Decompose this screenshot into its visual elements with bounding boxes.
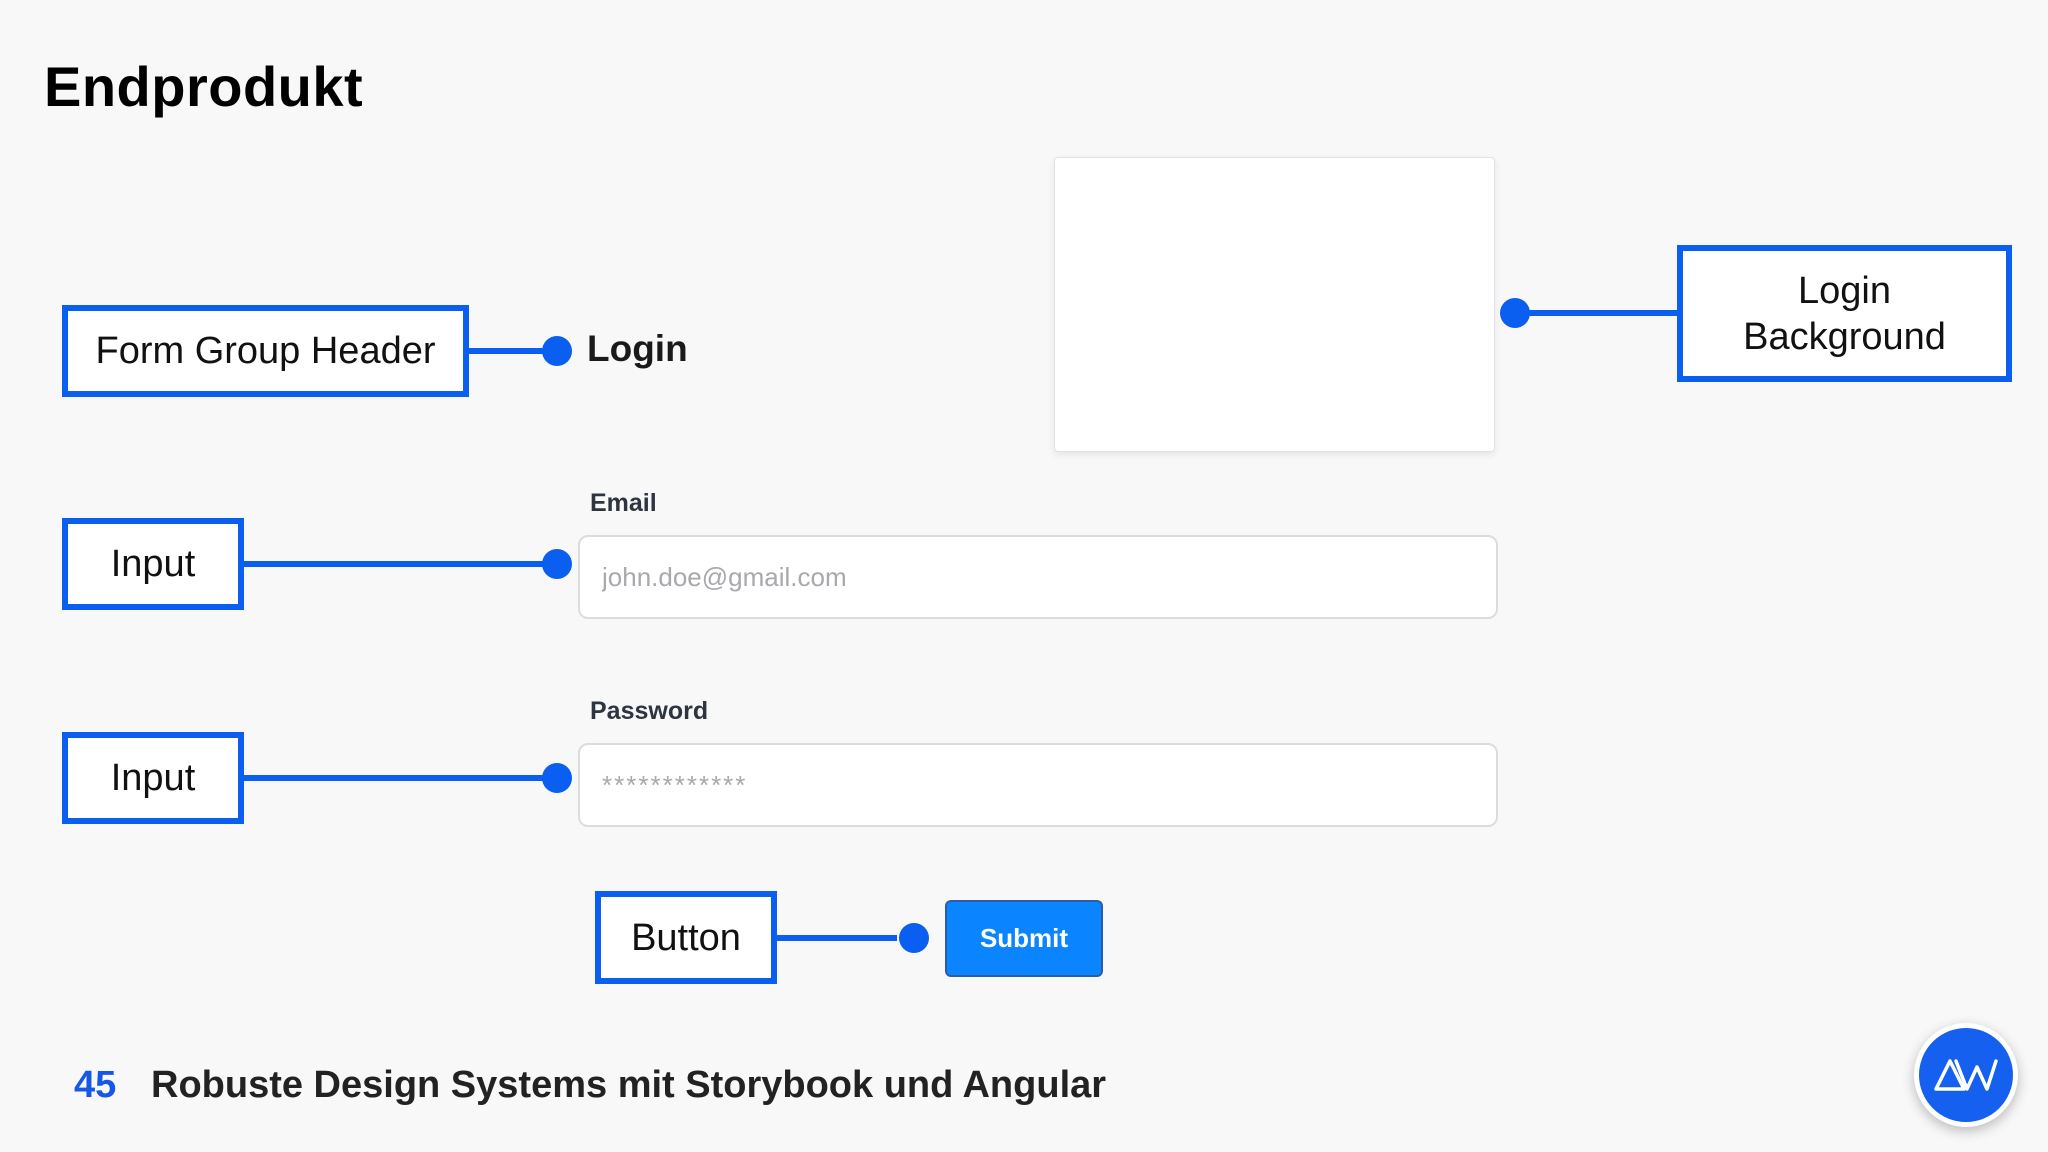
login-background-card <box>1054 157 1495 452</box>
annotation-login-background: Login Background <box>1677 245 2012 382</box>
annotation-input-password-label: Input <box>110 757 196 799</box>
brand-logo-mark <box>1934 1059 1998 1091</box>
form-group-header: Login <box>587 328 688 369</box>
connector-dot-input-email <box>542 549 572 579</box>
annotation-form-group-header-label: Form Group Header <box>95 330 436 372</box>
connector-dot-form-group-header <box>542 336 572 366</box>
email-label: Email <box>590 489 657 517</box>
page-number: 45 <box>74 1064 117 1106</box>
slide-title: Endprodukt <box>44 55 364 118</box>
footer-title: Robuste Design Systems mit Storybook und… <box>151 1064 1107 1106</box>
annotation-input-email: Input <box>62 518 244 610</box>
connector-dot-button <box>899 923 929 953</box>
annotation-button-label: Button <box>631 916 741 959</box>
annotation-input-password: Input <box>62 732 244 824</box>
annotation-login-background-line1: Login <box>1798 269 1891 312</box>
email-input[interactable] <box>578 535 1498 619</box>
password-input[interactable] <box>578 743 1498 827</box>
annotation-login-background-line2: Background <box>1743 315 1946 358</box>
connector-line-button <box>777 935 897 941</box>
connector-dot-input-password <box>542 763 572 793</box>
connector-line-form-group-header <box>469 348 557 354</box>
connector-line-login-background <box>1515 310 1679 316</box>
brand-logo-icon <box>1914 1023 2018 1127</box>
connector-line-input-password <box>244 775 557 781</box>
submit-button[interactable]: Submit <box>945 900 1103 977</box>
annotation-form-group-header: Form Group Header <box>62 305 469 397</box>
connector-line-input-email <box>244 561 557 567</box>
password-label: Password <box>590 697 709 725</box>
annotation-button: Button <box>595 891 777 984</box>
annotation-input-email-label: Input <box>110 543 196 585</box>
